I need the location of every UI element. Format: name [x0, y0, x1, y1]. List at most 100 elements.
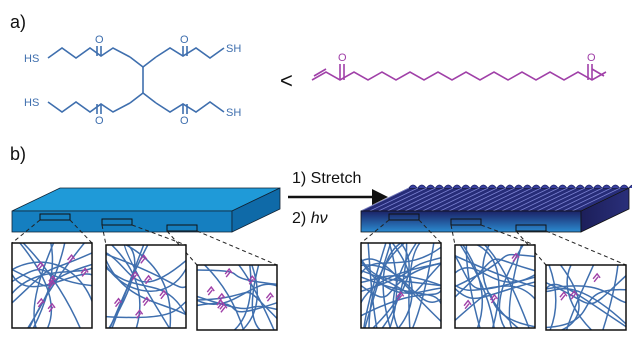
polymer-strand	[546, 288, 626, 326]
polymer-strand	[363, 243, 387, 328]
polymer-strand	[28, 243, 86, 328]
polymer-strand	[233, 265, 252, 330]
polymer-strand	[408, 243, 421, 328]
process-step-2: 2) hν	[292, 210, 328, 227]
polymer-strand	[361, 262, 441, 298]
acrylate-monomer	[113, 297, 123, 308]
ridge-line	[360, 187, 410, 212]
polymer-strand	[371, 243, 410, 328]
thiol-group-1: HS	[24, 53, 39, 65]
polymer-strand	[18, 243, 53, 328]
ridge-line	[431, 187, 480, 212]
polymer-strand	[197, 269, 277, 285]
acrylate-monomer	[216, 299, 225, 309]
polymer-strand	[455, 281, 535, 299]
zoom-lines-before	[11, 219, 278, 266]
polymer-strand	[364, 243, 392, 328]
polymer-strand	[455, 254, 535, 288]
polymer-strand	[455, 258, 535, 298]
ridge-line	[413, 187, 462, 212]
polymer-strand	[546, 274, 626, 305]
thiol-carbonyl-o-2: O	[180, 34, 189, 46]
polymer-strand	[361, 276, 441, 306]
ridge-line	[404, 187, 454, 212]
network-inset	[11, 242, 93, 329]
acrylate-monomer	[219, 303, 228, 313]
process-step-1: 1) Stretch	[292, 170, 361, 187]
polymer-strand	[108, 245, 136, 328]
polymer-strand	[483, 245, 530, 328]
thiol-group-3: HS	[24, 97, 39, 109]
ridge-line	[554, 187, 603, 212]
acrylate-monomer	[265, 292, 274, 302]
polymer-strand	[106, 258, 186, 316]
polymer-strand	[197, 295, 277, 311]
acrylate-monomer	[144, 274, 153, 285]
polymer-strand	[559, 265, 580, 330]
zoom-lines-after	[360, 219, 627, 266]
acrylate-monomer	[135, 309, 144, 319]
acrylate-monomer	[36, 297, 45, 308]
acrylate-monomer	[47, 279, 56, 289]
ridge-line	[369, 187, 418, 212]
thiol-arm-lower-right	[155, 101, 225, 113]
ridge-caps	[408, 184, 632, 189]
ridge-line	[440, 187, 489, 212]
ridge-line	[422, 187, 471, 212]
network-inset	[545, 264, 627, 331]
comparison-symbol: <	[280, 68, 293, 93]
thiol-crosslinker-structure	[47, 46, 225, 114]
network-inset	[196, 264, 278, 331]
acrylate-monomer	[130, 270, 139, 281]
polymer-strand	[32, 243, 54, 328]
ridge-line	[466, 187, 515, 212]
acrylate-monomer	[247, 275, 256, 285]
thiol-group-2: SH	[226, 43, 241, 55]
acrylate-monomer	[569, 290, 578, 300]
polymer-strand	[548, 265, 557, 330]
ridge-line	[536, 187, 586, 212]
ridge-line	[387, 187, 436, 212]
ridge-line	[457, 187, 506, 212]
ridge-line	[545, 187, 594, 212]
polymer-strand	[106, 253, 186, 289]
polymer-strand	[565, 265, 595, 330]
thiol-arm-lower-left	[47, 101, 131, 113]
polymer-strand	[12, 252, 92, 304]
ridge-line	[475, 187, 524, 212]
thiol-core-bottom	[129, 91, 157, 104]
process-step-2-number: 2)	[292, 210, 306, 227]
acrylate-monomer	[142, 296, 151, 306]
polymer-strand	[546, 283, 626, 328]
polymer-strand	[106, 252, 186, 283]
acrylate-monomer	[80, 267, 89, 277]
polymer-strand	[361, 259, 441, 294]
acrylate-monomer	[36, 261, 45, 271]
diacrylate-structure	[311, 64, 607, 81]
thiol-carbonyl-o-1: O	[95, 34, 104, 46]
ridge-line	[572, 187, 621, 212]
acrylate-carbonyl-o-1: O	[338, 52, 347, 64]
polymer-strand	[12, 266, 92, 296]
thiol-group-4: SH	[226, 107, 241, 119]
ridge-line	[484, 187, 533, 212]
thiol-core-top	[129, 56, 157, 69]
acrylate-monomer	[47, 302, 56, 313]
acrylate-monomer	[48, 275, 57, 285]
panel-label-a: a)	[10, 12, 26, 32]
polymer-strand	[368, 243, 406, 328]
network-inset	[360, 242, 442, 329]
process-arrow	[288, 189, 388, 205]
acrylate-monomer	[511, 252, 520, 263]
ridge-line	[519, 187, 568, 212]
acrylate-monomer	[559, 291, 568, 301]
polymer-strand	[203, 265, 245, 330]
polymer-strand	[237, 265, 275, 330]
acrylate-monomer	[159, 289, 168, 300]
polymer-strand	[455, 283, 535, 301]
ridge-line	[528, 187, 577, 212]
acrylate-monomer	[489, 293, 499, 304]
acrylate-monomer	[206, 285, 215, 296]
polymer-strand	[251, 265, 262, 330]
